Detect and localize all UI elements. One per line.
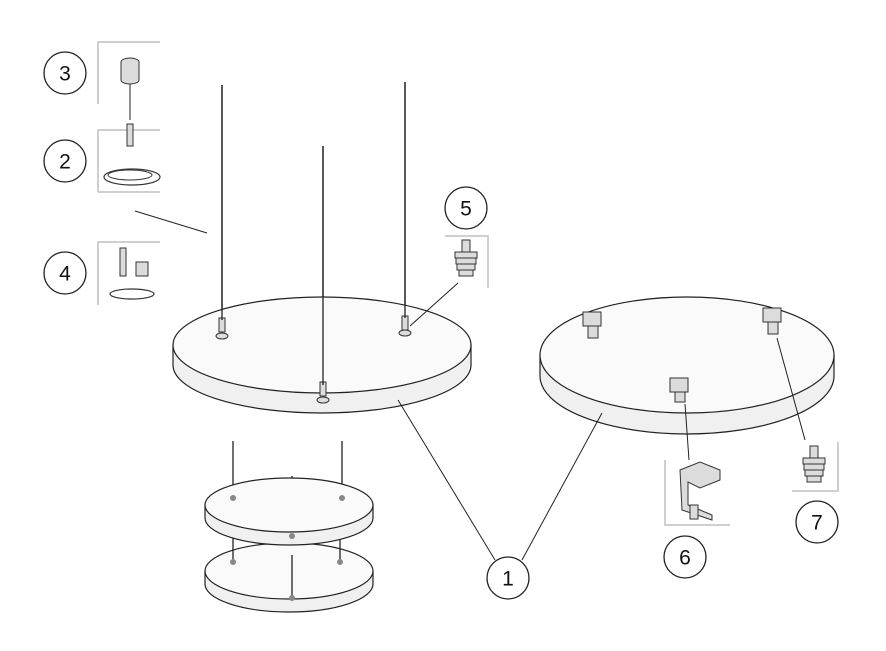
callout-7: 7: [795, 500, 839, 544]
large-disc-panel-suspended: [172, 296, 472, 414]
leader-6: [684, 403, 690, 461]
large-disc-panel-clip-mounted: [539, 296, 835, 435]
part-7-wire-anchor: [792, 442, 839, 492]
part-2-wire-gripper: [97, 123, 161, 193]
callout-2: 2: [43, 139, 87, 183]
callout-3: 3: [43, 51, 87, 95]
callout-1: 1: [486, 556, 530, 600]
leader-5: [409, 282, 459, 327]
svg-text:6: 6: [679, 547, 691, 570]
grid-clip: [582, 311, 602, 339]
callout-4: 4: [43, 251, 87, 295]
leader-1a: [397, 399, 496, 561]
part-3-ceiling-cup: [97, 41, 160, 120]
part-4-wire-kit: [97, 241, 160, 305]
svg-text:1: 1: [502, 568, 514, 591]
leader-7: [776, 337, 806, 441]
leader-2: [134, 210, 208, 234]
svg-text:2: 2: [59, 151, 71, 174]
grid-clip: [762, 307, 782, 335]
grid-clip: [669, 377, 689, 403]
callout-6: 6: [663, 535, 707, 579]
leader-1b: [521, 412, 603, 561]
callout-5: 5: [444, 186, 488, 230]
svg-text:4: 4: [59, 263, 71, 286]
part-6-grid-clip: [664, 460, 730, 526]
svg-text:3: 3: [59, 63, 71, 86]
small-disc-stack: [204, 441, 374, 613]
svg-text:5: 5: [460, 198, 472, 221]
svg-text:7: 7: [811, 512, 823, 535]
part-5-wire-anchor: [445, 235, 489, 288]
